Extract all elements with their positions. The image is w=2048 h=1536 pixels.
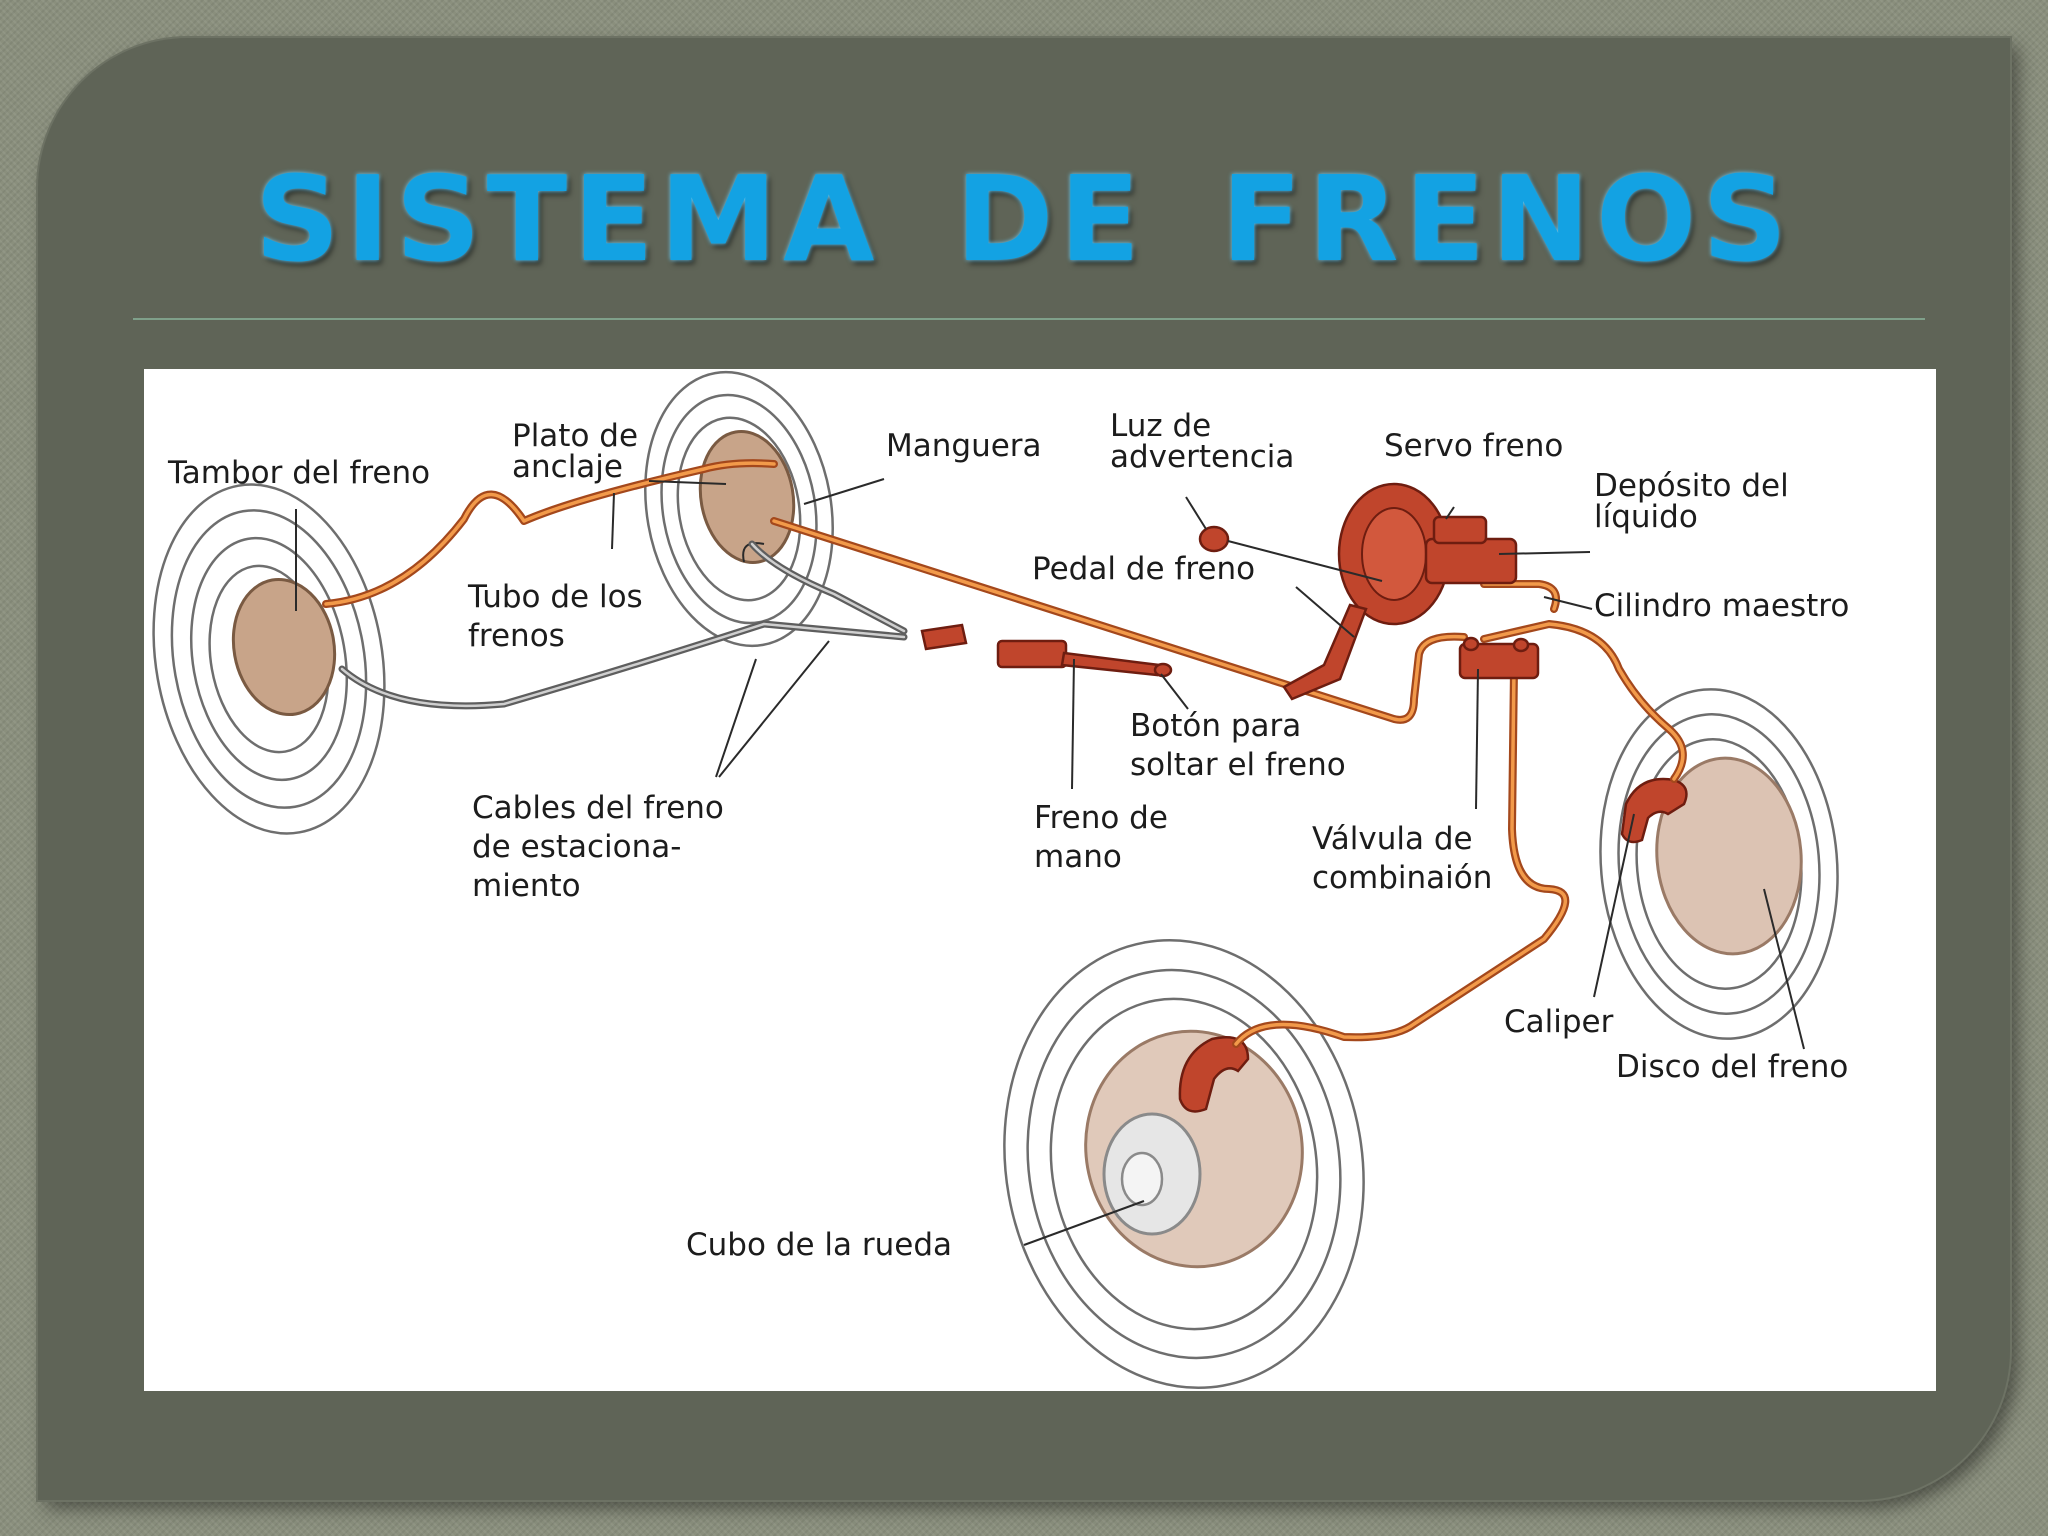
handbrake-assembly xyxy=(920,623,1173,678)
label-cilindro-maestro: Cilindro maestro xyxy=(1594,588,1849,624)
brake-lines xyxy=(322,459,1687,1048)
brake-system-diagram: Tambor del freno Plato de anclaje Mangue… xyxy=(144,369,1936,1391)
label-tubo-de-los-frenos-2: frenos xyxy=(468,618,565,654)
label-manguera: Manguera xyxy=(886,428,1042,464)
label-boton-para-soltar-1: Botón para xyxy=(1130,708,1301,744)
label-luz-de-advertencia-1: Luz de xyxy=(1110,408,1211,444)
label-tambor-del-freno: Tambor del freno xyxy=(167,455,430,491)
parking-brake-cables xyxy=(338,540,908,710)
diagram-canvas: Tambor del freno Plato de anclaje Mangue… xyxy=(152,370,1849,1389)
label-cables-3: miento xyxy=(472,868,581,904)
diagram-labels: Tambor del freno Plato de anclaje Mangue… xyxy=(167,408,1849,1263)
warning-light xyxy=(1198,525,1230,553)
title-divider xyxy=(133,318,1925,320)
label-deposito-1: Depósito del xyxy=(1594,468,1789,504)
label-tubo-de-los-frenos-1: Tubo de los xyxy=(467,579,643,615)
label-valvula-1: Válvula de xyxy=(1312,821,1473,857)
label-freno-de-mano-1: Freno de xyxy=(1034,800,1168,836)
front-right-wheel xyxy=(1599,688,1839,1040)
rear-left-wheel xyxy=(152,483,386,835)
label-valvula-2: combinaión xyxy=(1312,860,1492,896)
release-button xyxy=(1153,662,1173,678)
fluid-reservoir xyxy=(1432,515,1488,545)
label-disco-del-freno: Disco del freno xyxy=(1616,1049,1848,1085)
label-pedal-de-freno: Pedal de freno xyxy=(1032,551,1255,587)
brake-pedal xyxy=(1282,603,1368,701)
label-cables-1: Cables del freno xyxy=(472,790,724,826)
label-boton-para-soltar-2: soltar el freno xyxy=(1130,747,1346,783)
label-plato-de-anclaje-1: Plato de xyxy=(512,418,638,454)
slide-title: SISTEMA DE FRENOS xyxy=(254,150,1794,288)
label-cubo-de-la-rueda: Cubo de la rueda xyxy=(686,1227,952,1263)
label-servo-freno: Servo freno xyxy=(1384,428,1563,464)
label-caliper: Caliper xyxy=(1504,1004,1614,1040)
handbrake-lever xyxy=(920,623,968,651)
brake-actuation xyxy=(1198,482,1540,701)
label-cables-2: de estaciona- xyxy=(472,829,681,865)
label-luz-de-advertencia-2: advertencia xyxy=(1110,439,1294,475)
leader-lines xyxy=(295,478,1805,1246)
caliper-left xyxy=(1178,1036,1250,1113)
rear-right-wheel xyxy=(644,370,834,648)
anchor-plate xyxy=(698,430,796,564)
brake-drum xyxy=(231,577,337,717)
combination-valve xyxy=(1458,642,1540,680)
master-cylinder xyxy=(1424,537,1518,585)
label-freno-de-mano-2: mano xyxy=(1034,839,1122,875)
label-deposito-2: líquido xyxy=(1594,499,1698,535)
brake-disc xyxy=(1655,756,1803,956)
handbrake-body xyxy=(996,639,1068,669)
caliper-right xyxy=(1620,777,1688,844)
front-left-wheel xyxy=(1003,939,1365,1389)
label-plato-de-anclaje-2: anclaje xyxy=(512,449,623,485)
